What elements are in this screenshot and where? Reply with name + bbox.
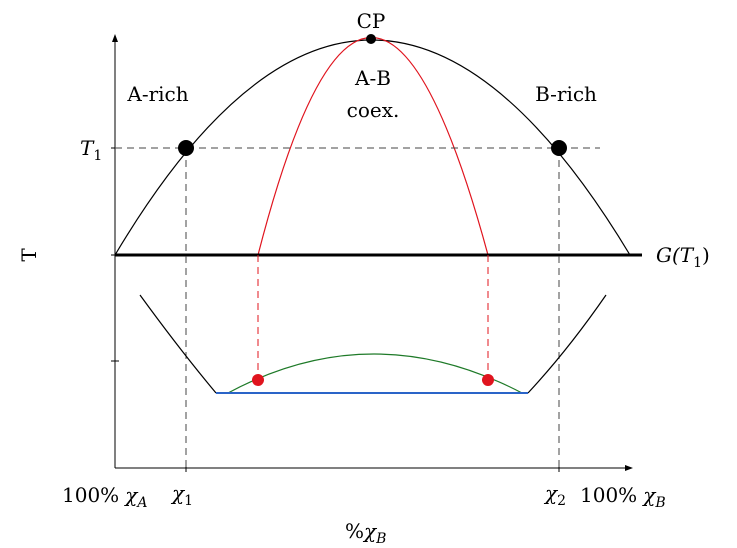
- chi2-label: χ2: [543, 481, 566, 509]
- a-rich-label: A-rich: [126, 82, 188, 106]
- free-energy-left-branch: [139, 294, 217, 394]
- critical-point: [366, 34, 376, 44]
- y-axis-label: T: [17, 248, 41, 262]
- free-energy-right-branch: [527, 294, 607, 394]
- chi1-label: χ1: [170, 481, 193, 509]
- t1-label: T1: [80, 136, 102, 164]
- g-t1-label: G(T1): [656, 243, 710, 271]
- x-axis-arrow: [625, 465, 633, 471]
- x-left-label: 100%χA: [62, 483, 147, 511]
- ab-coex-label-line2: coex.: [347, 98, 400, 122]
- binodal-point-right: [551, 140, 567, 156]
- cp-label: CP: [357, 9, 386, 33]
- spinodal-point-right: [482, 374, 494, 386]
- x-axis-label: %χB: [345, 519, 386, 547]
- spinodal-point-left: [252, 374, 264, 386]
- ab-coex-label-line1: A-B: [354, 66, 391, 90]
- b-rich-label: B-rich: [535, 82, 597, 106]
- x-right-label: 100%χB: [580, 483, 666, 511]
- y-axis-arrow: [112, 34, 118, 42]
- binodal-point-left: [178, 140, 194, 156]
- free-energy-cap: [227, 353, 523, 394]
